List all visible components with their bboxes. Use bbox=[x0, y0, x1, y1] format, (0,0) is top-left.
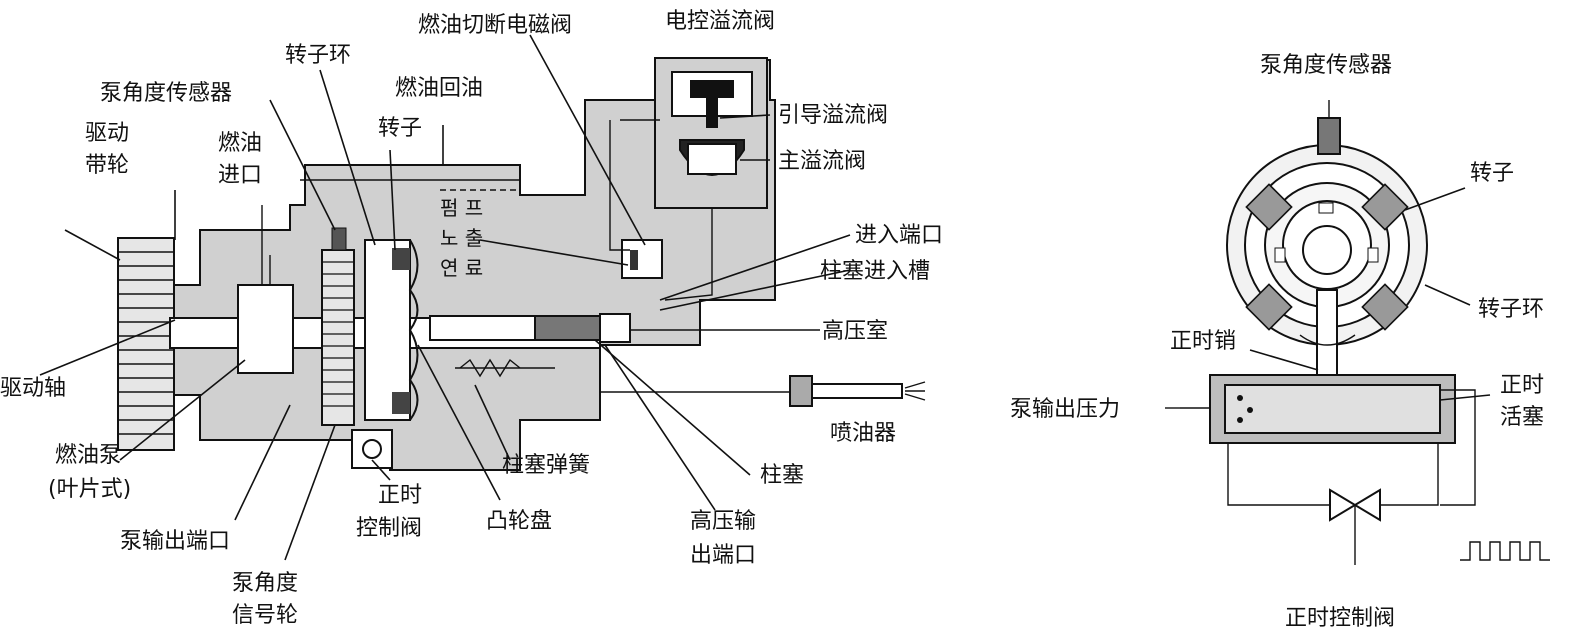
label-timing-pin: 正时销 bbox=[1170, 329, 1236, 354]
plunger-spring-coil bbox=[459, 358, 521, 378]
pump-angle-sensor-left bbox=[331, 227, 347, 251]
label-drive-pulley-2: 带轮 bbox=[85, 153, 129, 178]
timing-valve-circle bbox=[362, 439, 382, 459]
label-injector: 喷油器 bbox=[830, 421, 896, 446]
solenoid-core bbox=[690, 80, 734, 98]
label-plunger-inlet-groove: 柱塞进入槽 bbox=[820, 259, 930, 284]
high-pressure-chamber-box bbox=[599, 313, 631, 343]
label-fuel-pump-2: (叶片式) bbox=[48, 477, 131, 502]
label-pump-output-pressure: 泵输出压力 bbox=[1010, 397, 1120, 422]
label-fuel-inlet-2: 进口 bbox=[218, 163, 262, 188]
pulley-ribs bbox=[118, 251, 174, 435]
signal-wheel-teeth bbox=[322, 261, 354, 407]
label-drive-pulley-1: 驱动 bbox=[85, 121, 129, 146]
plunger-hatched bbox=[534, 315, 601, 341]
label-rotor-left: 转子 bbox=[378, 116, 422, 141]
label-timing-control-valve-left-1: 正时 bbox=[378, 483, 422, 508]
leader-lines-right bbox=[1249, 187, 1491, 401]
drive-pulley bbox=[117, 237, 175, 451]
label-timing-piston-2: 活塞 bbox=[1500, 405, 1544, 430]
label-rotor-ring-left: 转子环 bbox=[285, 43, 351, 68]
label-pump-outlet-port: 泵输出端口 bbox=[120, 529, 230, 554]
label-pump-outlet-fuel-2: 노 출 bbox=[440, 226, 483, 250]
main-spill-valve-chamber bbox=[687, 143, 737, 175]
label-timing-piston-1: 正时 bbox=[1500, 373, 1544, 398]
pulse-signal-icon bbox=[1460, 541, 1550, 561]
label-pump-outlet-fuel-1: 펌 프 bbox=[440, 196, 483, 220]
label-electronic-spill-valve: 电控溢流阀 bbox=[665, 9, 775, 34]
label-main-spill-valve: 主溢流阀 bbox=[778, 149, 866, 174]
label-high-pressure-outlet-1: 高压输 bbox=[690, 509, 756, 534]
label-pilot-spill-valve: 引导溢流阀 bbox=[778, 103, 888, 128]
label-fuel-inlet-1: 燃油 bbox=[218, 131, 262, 156]
rotor-ring-left bbox=[364, 239, 411, 421]
label-inlet-port: 进入端口 bbox=[855, 223, 943, 248]
label-high-pressure-outlet-2: 出端口 bbox=[690, 543, 756, 568]
label-fuel-cutoff-solenoid: 燃油切断电磁阀 bbox=[418, 13, 572, 38]
label-pump-angle-signal-wheel-2: 信号轮 bbox=[232, 603, 298, 628]
label-pump-outlet-fuel-3: 연 료 bbox=[440, 256, 483, 280]
label-timing-control-valve-right: 正时控制阀 bbox=[1285, 606, 1395, 631]
rotor-upper bbox=[392, 248, 410, 270]
left-cross-section: 驱动 带轮 泵角度传感器 燃油 进口 转子环 燃油切断电磁阀 电控溢流阀 燃油回… bbox=[0, 9, 943, 628]
label-timing-control-valve-left-2: 控制阀 bbox=[356, 516, 422, 541]
pilot-valve-stem bbox=[706, 98, 718, 128]
right-timing-mechanism: 泵角度传感器 转子 转子环 正时销 泵输出压力 正时 活塞 正时控制阀 bbox=[1010, 53, 1550, 631]
rotor-lower bbox=[392, 392, 410, 414]
label-cam-disc: 凸轮盘 bbox=[486, 509, 552, 534]
injector-body bbox=[811, 383, 903, 399]
fuel-cutoff-solenoid-body bbox=[621, 239, 663, 279]
label-high-pressure-chamber: 高压室 bbox=[822, 319, 888, 344]
label-fuel-pump-1: 燃油泵 bbox=[55, 443, 121, 468]
label-plunger-spring: 柱塞弹簧 bbox=[502, 453, 590, 478]
label-pump-angle-sensor-right: 泵角度传感器 bbox=[1260, 53, 1392, 78]
pump-angle-signal-wheel bbox=[321, 249, 355, 426]
label-drive-shaft: 驱动轴 bbox=[0, 376, 66, 401]
pump-angle-sensor-right bbox=[1317, 117, 1341, 155]
vane-fuel-pump bbox=[237, 284, 294, 374]
timing-control-valve-left bbox=[351, 429, 393, 469]
leader-lines-left bbox=[39, 34, 851, 561]
label-rotor-right: 转子 bbox=[1470, 161, 1514, 186]
label-plunger: 柱塞 bbox=[760, 463, 804, 488]
cam-disc bbox=[408, 239, 419, 421]
label-pump-angle-sensor-left: 泵角度传感器 bbox=[100, 81, 232, 106]
timing-piston bbox=[1224, 384, 1441, 434]
label-pump-angle-signal-wheel-1: 泵角度 bbox=[232, 571, 298, 596]
rotor-hub bbox=[1302, 225, 1352, 275]
label-rotor-ring-right: 转子环 bbox=[1478, 297, 1544, 322]
label-fuel-return: 燃油回油 bbox=[395, 76, 483, 101]
injector-nut bbox=[789, 375, 813, 407]
rotor-rollers bbox=[1245, 183, 1409, 331]
